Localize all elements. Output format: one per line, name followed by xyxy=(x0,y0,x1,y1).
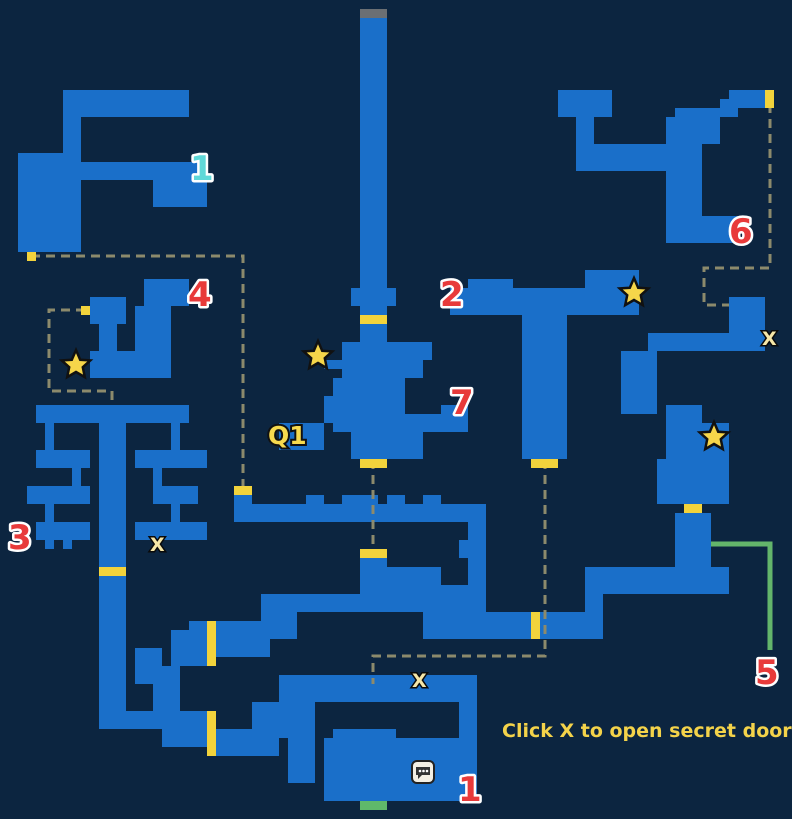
secret-door-x-left[interactable]: X xyxy=(149,533,167,558)
area-label-7: 7 xyxy=(450,383,474,423)
star-icon xyxy=(616,274,652,308)
area-label-3: 3 xyxy=(8,518,32,558)
bottom-entrance xyxy=(360,801,387,810)
doors xyxy=(27,90,774,756)
area-label-2: 2 xyxy=(440,275,464,315)
star-icon xyxy=(58,346,94,380)
exit-route-5 xyxy=(711,541,773,650)
area-label-1-bottom: 1 xyxy=(458,770,482,810)
secret-door-x-bottom[interactable]: X xyxy=(411,669,429,694)
floor-layer xyxy=(18,18,765,801)
top-entrance xyxy=(360,9,387,18)
area-label-1-top: 1 xyxy=(190,149,214,189)
star-icon xyxy=(300,337,336,371)
star-icons xyxy=(58,274,732,452)
secret-paths xyxy=(31,104,772,684)
quest-label-q1: Q1 xyxy=(268,421,307,450)
star-icon xyxy=(696,418,732,452)
area-label-4: 4 xyxy=(188,275,212,315)
npc-speech-icon[interactable] xyxy=(411,760,435,784)
area-label-5: 5 xyxy=(755,653,779,693)
instruction-text: Click X to open secret door xyxy=(502,720,792,742)
area-label-6: 6 xyxy=(729,212,753,252)
secret-door-x-right[interactable]: X xyxy=(761,327,779,352)
